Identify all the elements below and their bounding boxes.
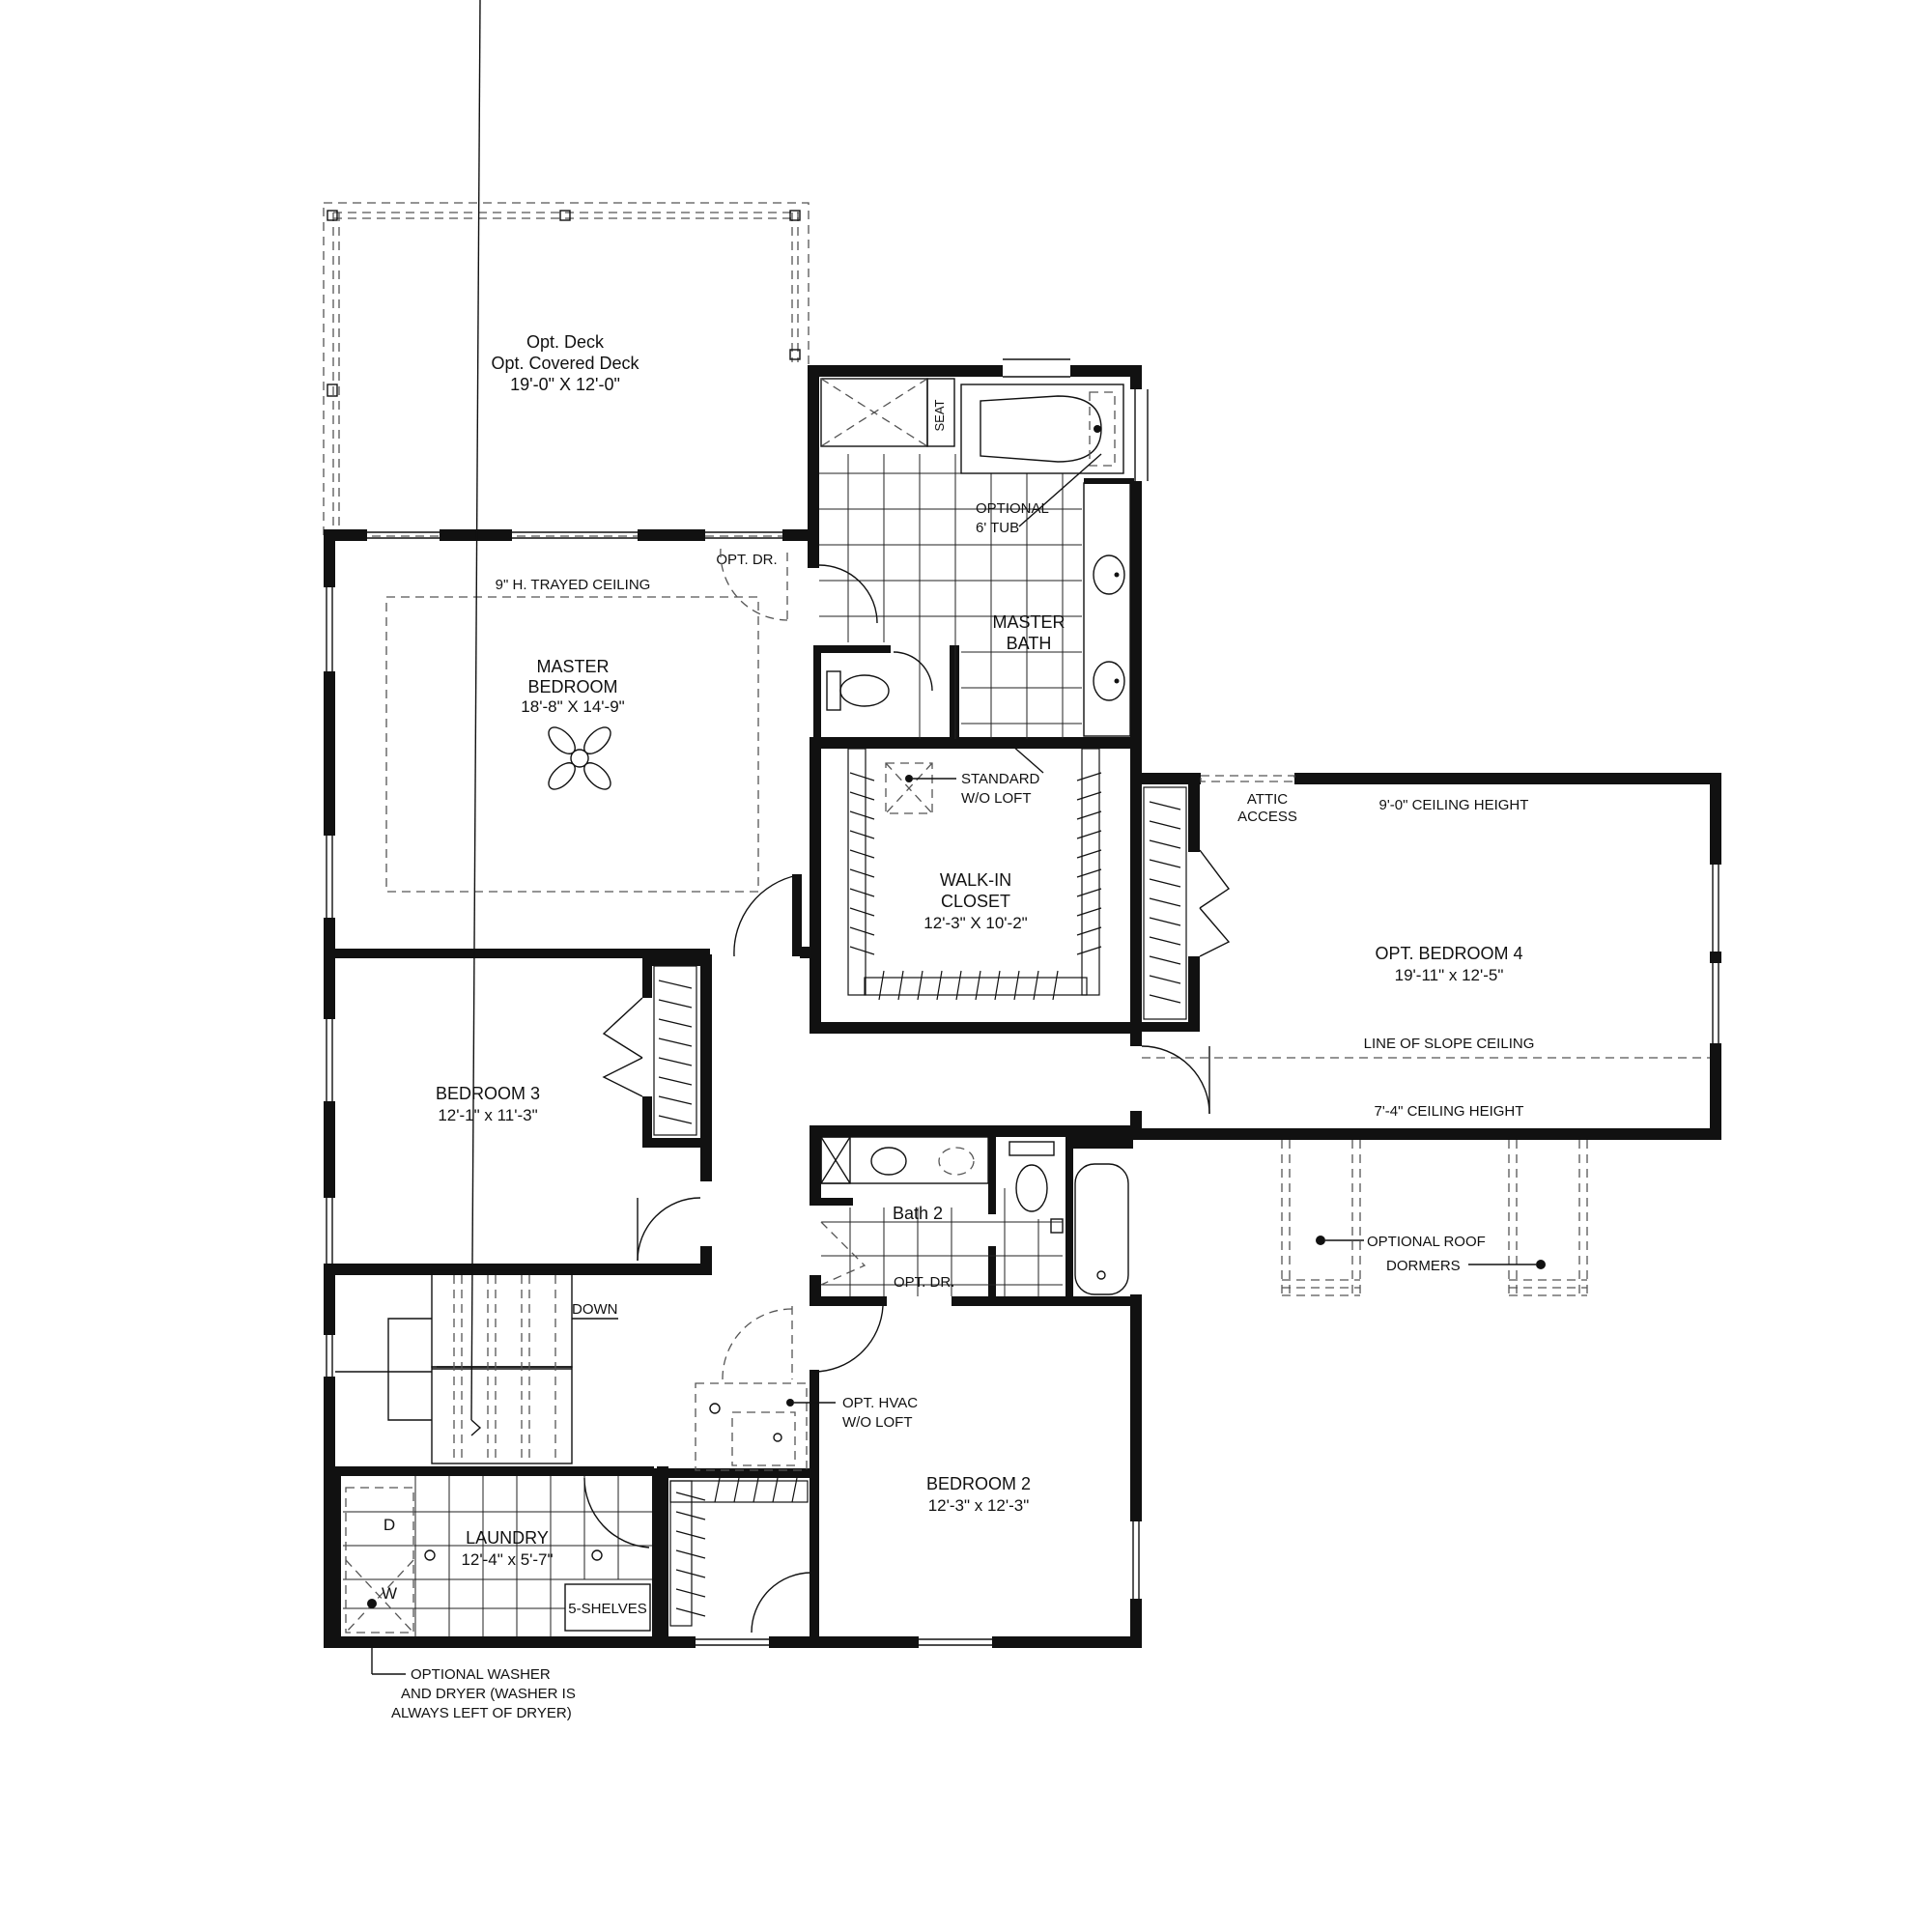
master-bedroom-label-1: MASTER: [536, 657, 609, 676]
walk-in-closet-dimensions: 12'-3" X 10'-2": [923, 914, 1027, 932]
bedroom2-door[interactable]: [812, 1305, 884, 1373]
trayed-ceiling-outline: [385, 596, 759, 893]
walk-in-closet-shelving: [847, 748, 1102, 1001]
bedroom4-dimensions: 19'-11" x 12'-5": [1395, 966, 1504, 984]
deck-dimensions: 19'-0" X 12'-0": [510, 375, 620, 394]
walls: [324, 365, 1721, 1648]
bedroom3-closet: [602, 965, 697, 1136]
master-bedroom-dimensions: 18'-8" X 14'-9": [521, 697, 624, 716]
roof-dormers: [1281, 1140, 1588, 1296]
trayed-ceiling-label: 9" H. TRAYED CEILING: [496, 577, 651, 593]
bath2-opt-door-label: OPT. DR.: [894, 1274, 954, 1291]
closet-standard-label-2: W/O LOFT: [961, 790, 1032, 807]
master-vanity: [1083, 482, 1131, 737]
ceiling-fan-icon: [548, 726, 611, 790]
deck-label: Opt. Deck: [526, 332, 605, 352]
walk-in-closet-label-1: WALK-IN: [940, 870, 1011, 890]
stairs-down-label: DOWN: [572, 1301, 618, 1318]
slope-ceiling-label: LINE OF SLOPE CEILING: [1364, 1036, 1535, 1052]
opt-door-swing: [720, 548, 788, 621]
bedroom3-dimensions: 12'-1" x 11'-3": [438, 1106, 537, 1124]
master-opt-door-label: OPT. DR.: [716, 552, 777, 568]
washer-dryer-outline: [345, 1487, 603, 1634]
shower-seat-label: SEAT: [932, 399, 947, 431]
laundry-dimensions: 12'-4" x 5'-7": [461, 1550, 553, 1569]
washer-note-3: ALWAYS LEFT OF DRYER): [391, 1705, 572, 1721]
hvac-label-2: W/O LOFT: [842, 1414, 913, 1431]
hvac-outline: [695, 1382, 836, 1471]
master-bedroom-label-2: BEDROOM: [527, 677, 617, 696]
master-bath-label-1: MASTER: [992, 612, 1065, 632]
bath2-tiles: [821, 1188, 1063, 1296]
bath2-label: Bath 2: [893, 1204, 943, 1223]
closet-standard-label-1: STANDARD: [961, 771, 1040, 787]
bedroom2-label: BEDROOM 2: [926, 1474, 1031, 1493]
bedroom2-closet-door[interactable]: [751, 1572, 812, 1634]
attic-hatch-outline: [885, 762, 933, 814]
ceiling-height-bottom-label: 7'-4" CEILING HEIGHT: [1375, 1103, 1524, 1120]
master-bath-door[interactable]: [818, 564, 878, 624]
dormers-label-2: DORMERS: [1386, 1258, 1461, 1274]
walk-in-closet-label-2: CLOSET: [941, 892, 1010, 911]
bedroom4-label: OPT. BEDROOM 4: [1375, 944, 1522, 963]
dryer-label: D: [384, 1516, 395, 1534]
dormers-label-1: OPTIONAL ROOF: [1367, 1234, 1486, 1250]
covered-deck-label: Opt. Covered Deck: [491, 354, 639, 373]
bedroom3-door[interactable]: [637, 1197, 701, 1262]
bath2-fixtures: [820, 1136, 1129, 1295]
bedroom2-closet: [669, 1477, 809, 1627]
ceiling-height-top-label: 9'-0" CEILING HEIGHT: [1379, 797, 1529, 813]
bedroom4-closet: [1143, 786, 1231, 1020]
deck-area: [323, 202, 810, 537]
washer-label: W: [382, 1584, 397, 1603]
laundry-door[interactable]: [583, 1477, 650, 1548]
master-bedroom-door[interactable]: [733, 874, 799, 957]
master-bath-label-2: BATH: [1007, 634, 1052, 653]
toilet: [826, 670, 890, 711]
shelves-label: 5-SHELVES: [568, 1601, 646, 1617]
staircase: [335, 0, 618, 1464]
bedroom2-dimensions: 12'-3" x 12'-3": [928, 1496, 1030, 1515]
shower-stall: [820, 378, 955, 447]
bedroom3-label: BEDROOM 3: [436, 1084, 540, 1103]
shelves-box: [564, 1583, 651, 1632]
attic-access-label-1: ATTIC: [1247, 791, 1288, 808]
optional-tub-label-2: 6' TUB: [976, 520, 1019, 536]
master-bath-tiles: [819, 454, 1082, 739]
washer-note-2: AND DRYER (WASHER IS: [401, 1686, 576, 1702]
washer-note-1: OPTIONAL WASHER: [411, 1666, 551, 1683]
attic-access-label-2: ACCESS: [1237, 809, 1297, 825]
laundry-label: LAUNDRY: [466, 1528, 549, 1548]
optional-tub-label-1: OPTIONAL: [976, 500, 1049, 517]
laundry-tiles: [343, 1476, 652, 1636]
bedroom4-door[interactable]: [1141, 1045, 1210, 1115]
hvac-label-1: OPT. HVAC: [842, 1395, 918, 1411]
windows: [326, 358, 1719, 1646]
bathtub: [960, 384, 1124, 474]
